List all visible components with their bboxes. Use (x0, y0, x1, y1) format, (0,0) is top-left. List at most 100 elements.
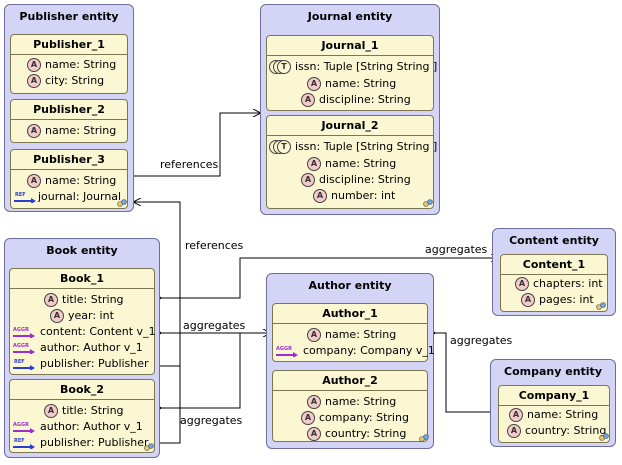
aggregates-label-2: aggregates (183, 319, 246, 332)
attribute-label: pages: int (539, 293, 594, 306)
item-title: Book_2 (10, 380, 154, 400)
item-title: Company_1 (499, 386, 609, 406)
attribute-label: name: String (45, 174, 117, 187)
attribute-icon: A (307, 395, 321, 409)
attribute-icon: A (307, 77, 321, 91)
attribute-label: publisher: Publisher (40, 357, 149, 370)
attribute-icon: A (313, 189, 327, 203)
tuple-icon: T (277, 140, 291, 154)
ref-icon-text: REF (14, 359, 25, 365)
attribute-label: company: String (319, 411, 409, 424)
attribute-label: name: String (325, 157, 397, 170)
aggr-icon-text: AGGR (276, 346, 292, 352)
attribute-label: city: String (45, 74, 105, 87)
relation-corner-icon (596, 302, 606, 310)
relation-corner-icon (117, 199, 127, 207)
attribute-label: journal: Journal (38, 190, 122, 203)
attribute-icon: A (301, 93, 315, 107)
aggregates-connector-author-2 (154, 333, 241, 411)
attribute-icon: A (301, 173, 315, 187)
attribute-label: name: String (325, 395, 397, 408)
company-1-item[interactable]: Company_1 A name: String A country: Stri… (498, 385, 610, 443)
author-1-item[interactable]: Author_1 A name: String AGGR company: Co… (272, 303, 435, 362)
content-entity[interactable]: Content entity Content_1 A chapters: int… (492, 228, 616, 316)
item-title: Publisher_3 (11, 150, 127, 170)
attribute-label: name: String (325, 328, 397, 341)
attribute-label: author: Author v_1 (40, 420, 143, 433)
attribute-icon: A (307, 157, 321, 171)
item-title: Journal_2 (267, 116, 433, 136)
content-entity-title: Content entity (509, 234, 599, 247)
attribute-label: content: Content v_1 (40, 325, 156, 338)
attribute-icon: A (50, 309, 64, 323)
attribute-icon: A (301, 411, 315, 425)
relation-corner-icon (599, 433, 609, 441)
item-title: Author_2 (273, 371, 427, 391)
attribute-icon: A (521, 293, 535, 307)
aggregates-label-3: aggregates (450, 334, 513, 347)
author-entity[interactable]: Author entity Author_1 A name: String AG… (266, 273, 435, 449)
publisher-entity[interactable]: Publisher entity Publisher_1 A name: Str… (4, 4, 134, 212)
attribute-label: name: String (527, 408, 599, 421)
attribute-icon: A (27, 124, 41, 138)
attribute-icon: A (307, 427, 321, 441)
aggregates-label-1: aggregates (425, 243, 488, 256)
journal-entity[interactable]: Journal entity Journal_1 T issn: Tuple [… (260, 4, 440, 215)
relation-corner-icon (419, 434, 429, 442)
aggr-icon: AGGR (276, 346, 298, 357)
references-label-2: references (185, 239, 244, 252)
author-entity-title: Author entity (308, 279, 392, 292)
journal-2-item[interactable]: Journal_2 T issn: Tuple [String String ]… (266, 115, 438, 209)
relation-corner-icon (144, 443, 154, 451)
item-title: Publisher_2 (11, 100, 127, 120)
attribute-label: name: String (45, 58, 117, 71)
book-entity[interactable]: Book entity Book_1 A title: String A yea… (4, 238, 160, 458)
content-1-item[interactable]: Content_1 A chapters: int A pages: int (500, 254, 608, 312)
company-entity-title: Company entity (504, 365, 602, 378)
attribute-label: author: Author v_1 (40, 341, 143, 354)
journal-1-item[interactable]: Journal_1 T issn: Tuple [String String ]… (266, 35, 438, 111)
attribute-label: discipline: String (319, 173, 411, 186)
book-2-item[interactable]: Book_2 A title: String AGGR author: Auth… (9, 379, 155, 453)
attribute-icon: A (509, 408, 523, 422)
book-entity-title: Book entity (46, 244, 118, 257)
ref-icon: REF (13, 359, 35, 370)
attribute-icon: A (515, 277, 529, 291)
aggregates-connector-company (428, 333, 498, 412)
aggr-icon: AGGR (13, 327, 35, 338)
company-entity[interactable]: Company entity Company_1 A name: String … (490, 359, 616, 447)
attribute-icon: A (27, 74, 41, 88)
relation-corner-icon (423, 199, 433, 207)
publisher-entity-title: Publisher entity (19, 10, 119, 23)
attribute-label: publisher: Publisher (40, 436, 149, 449)
publisher-1-item[interactable]: Publisher_1 A name: String A city: Strin… (10, 34, 128, 94)
item-title: Publisher_1 (11, 35, 127, 55)
attribute-label: country: String (525, 424, 607, 437)
attribute-icon: A (27, 58, 41, 72)
ref-icon-text: REF (14, 438, 25, 444)
attribute-icon: A (44, 293, 58, 307)
publisher-3-item[interactable]: Publisher_3 A name: String REF journal: … (10, 149, 128, 209)
book-1-item[interactable]: Book_1 A title: String A year: int AGGR … (9, 268, 156, 375)
aggr-icon-text: AGGR (13, 343, 29, 349)
attribute-label: issn: Tuple [String String ] (295, 140, 438, 153)
publisher-2-item[interactable]: Publisher_2 A name: String (10, 99, 128, 143)
attribute-label: chapters: int (533, 277, 603, 290)
ref-icon: REF (14, 192, 36, 203)
item-title: Journal_1 (267, 36, 433, 56)
aggr-icon: AGGR (13, 422, 35, 433)
journal-entity-title: Journal entity (307, 10, 393, 23)
aggr-icon: AGGR (13, 343, 35, 354)
aggregates-connector-content (154, 258, 498, 298)
attribute-label: number: int (331, 189, 396, 202)
ref-icon-text: REF (15, 192, 26, 198)
attribute-label: name: String (325, 77, 397, 90)
references-connector-publisher-2 (153, 360, 181, 444)
aggregates-label-4: aggregates (180, 414, 243, 427)
aggr-icon-text: AGGR (13, 422, 29, 428)
attribute-label: title: String (62, 293, 124, 306)
attribute-label: name: String (45, 124, 117, 137)
references-label-1: references (160, 158, 219, 171)
attribute-label: issn: Tuple [String String ] (295, 60, 438, 73)
author-2-item[interactable]: Author_2 A name: String A company: Strin… (272, 370, 428, 442)
